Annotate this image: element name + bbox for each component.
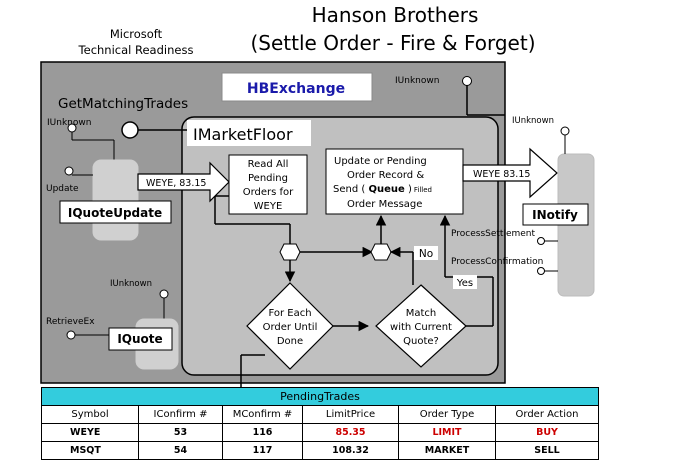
iunknown-top-label: IUnknown [395,76,439,86]
loop-diamond-line2: Order Until [263,322,318,333]
table-cell-orderaction: SELL [495,441,599,460]
notify-label: INotify [532,208,578,222]
table-cell-limitprice: 108.32 [302,441,399,460]
diagram-subtitle: (Settle Order - Fire & Forget) [250,31,535,55]
table-cell-mconfirm: 116 [222,423,303,442]
iunknown-left-label: IUnknown [47,118,91,128]
process-settlement-label: ProcessSettlement [451,229,535,239]
market-floor-label: IMarketFloor [193,125,293,144]
column-header-iconfirm: IConfirm # [138,405,223,424]
retrieve-method-label: RetrieveEx [46,317,95,327]
server-label: HBExchange [247,81,345,97]
quote-update-label-box [59,200,172,224]
yes-label: Yes [456,278,473,289]
diagram-title: Hanson Brothers [312,3,479,27]
match-diamond-line3: Quote? [403,336,439,347]
server-label-box [221,72,373,102]
pending-trades-title: PendingTrades [41,387,599,405]
column-header-mconfirm: MConfirm # [222,405,303,424]
read-orders-line1: Read All [248,159,289,170]
outgoing-notify-arrow [462,147,558,199]
outgoing-notify-label: WEYE 83.15 [473,169,530,180]
incoming-quote-label: WEYE, 83.15 [146,178,206,189]
update-method-label: Update [46,184,79,194]
iunknown-notify-icon [560,126,570,136]
iunknown-notify-label: IUnknown [512,116,554,126]
read-orders-line3: Orders for [243,187,294,198]
table-cell-symbol: WEYE [41,423,139,442]
table-cell-ordertype: LIMIT [398,423,496,442]
process-confirmation-icon [537,267,545,275]
table-row: MSQT 54 117 108.32 MARKET SELL [41,441,599,460]
pending-trades-header-row: Symbol IConfirm # MConfirm # LimitPrice … [41,405,599,424]
table-cell-orderaction: BUY [495,423,599,442]
market-floor-label-bg [187,120,311,146]
process-settlement-icon [537,237,545,245]
quote-label-box [108,327,173,351]
notify-label-box [522,203,589,226]
update-order-line4: Order Message [347,199,422,210]
table-cell-iconfirm: 53 [138,423,223,442]
table-row: WEYE 53 116 85.35 LIMIT BUY [41,423,599,442]
quote-update-component [92,159,139,241]
read-orders-box [228,154,308,215]
column-header-ordertype: Order Type [398,405,496,424]
table-cell-limitprice: 85.35 [302,423,399,442]
update-order-box [325,148,464,215]
no-label-bg [414,246,438,260]
read-orders-line2: Pending [248,173,288,184]
loop-diamond-line1: For Each [268,308,311,319]
market-floor-interface-icon [121,121,139,139]
incoming-quote-arrow [137,161,230,203]
iunknown-left-icon [67,123,77,133]
column-header-symbol: Symbol [41,405,139,424]
table-cell-iconfirm: 54 [138,441,223,460]
merge-hexagon-right [370,243,392,261]
retrieve-method-icon [66,330,76,340]
company-name: Microsoft [110,27,163,41]
quote-update-label: IQuoteUpdate [68,206,162,220]
column-header-orderaction: Order Action [495,405,599,424]
loop-diamond-line3: Done [277,336,303,347]
iunknown-quote-label: IUnknown [110,279,152,289]
process-confirmation-label: ProcessConfirmation [451,257,543,267]
update-method-icon [64,166,74,176]
yes-label-bg [453,275,477,289]
match-diamond-line2: with Current [390,322,452,333]
table-cell-ordertype: MARKET [398,441,496,460]
merge-hexagon-left [279,243,301,261]
update-order-line1: Update or Pending [334,156,427,167]
iunknown-top-icon [462,76,472,86]
component-label: GetMatchingTrades [58,96,188,112]
no-label: No [419,248,433,260]
company-division: Technical Readiness [78,43,194,57]
update-order-line2: Order Record & [347,170,424,181]
iunknown-quote-icon [159,289,169,299]
table-cell-mconfirm: 117 [222,441,303,460]
match-diamond [375,284,467,368]
match-diamond-line1: Match [406,308,437,319]
table-cell-symbol: MSQT [41,441,139,460]
read-orders-line4: WEYE [254,201,283,212]
quote-label: IQuote [117,332,162,346]
loop-diamond [246,282,334,370]
pending-trades-table: PendingTrades Symbol IConfirm # MConfirm… [41,387,599,460]
update-order-line3: Send ( Queue )Filled [333,184,432,195]
column-header-limitprice: LimitPrice [302,405,399,424]
